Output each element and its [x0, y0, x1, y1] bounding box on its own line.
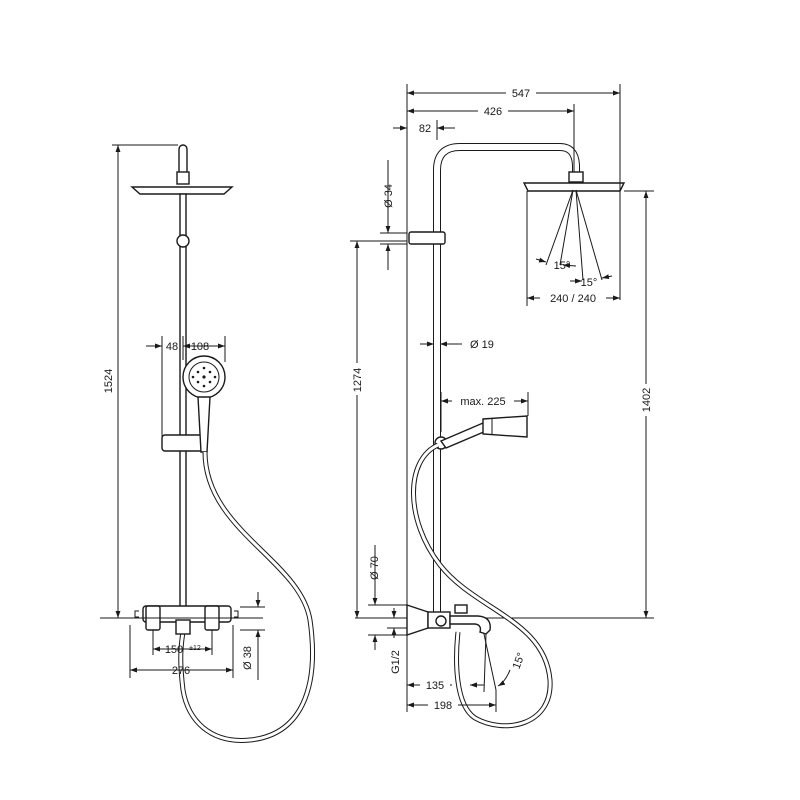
front-centers-label: 150 — [165, 644, 183, 656]
side-top-dimensions: 547 426 82 240 / 240 — [393, 84, 621, 306]
front-offset-label: 48 — [166, 341, 178, 353]
side-left-dimensions: Ø 34 1274 Ø 70 G1/2 — [350, 160, 407, 674]
side-mixer — [406, 604, 491, 636]
thread-label: G1/2 — [390, 650, 402, 674]
front-overhead-shower — [130, 144, 234, 195]
bracket-dia-label: Ø 34 — [383, 184, 395, 208]
side-riser-and-arm — [408, 143, 626, 615]
side-view: 15° 15° 547 — [350, 84, 654, 729]
handshower-reach-label: max. 225 — [460, 396, 505, 408]
front-tolerance-label: ±12 — [189, 645, 201, 652]
rail-height-label: 1274 — [352, 368, 364, 392]
spout-reach-b-label: 198 — [434, 700, 452, 712]
head-size-label: 240 / 240 — [550, 293, 596, 305]
front-mixer — [134, 605, 239, 635]
front-hand-shower — [182, 355, 226, 453]
front-mixer-dia-label: Ø 38 — [242, 646, 254, 670]
front-height-label: 1524 — [103, 369, 115, 393]
front-dimensions: 1524 48 108 150 ±12 276 Ø 38 — [103, 144, 265, 680]
spray-angle-left: 15° — [554, 260, 571, 272]
side-spout-dimensions: 15° 135 198 — [407, 633, 528, 712]
pipe-dia-label: Ø 19 — [470, 339, 494, 351]
head-height-label: 1402 — [641, 388, 653, 412]
front-view: 1524 48 108 150 ±12 276 Ø 38 — [100, 144, 315, 743]
overall-width-label: 547 — [512, 88, 530, 100]
spout-angle-label: 15° — [511, 651, 528, 671]
side-hand-shower — [434, 415, 528, 450]
front-width-label: 276 — [172, 665, 190, 677]
spout-reach-a-label: 135 — [426, 680, 444, 692]
rosette-dia-label: Ø 70 — [369, 556, 381, 580]
side-spray-angles: 15° 15° — [535, 189, 613, 289]
wall-offset-label: 82 — [419, 123, 431, 135]
front-hose — [178, 451, 315, 743]
front-riser-pipe — [161, 193, 205, 613]
front-handshower-label: 108 — [191, 341, 209, 353]
spray-angle-right: 15° — [581, 277, 598, 289]
side-middle-dimensions: Ø 19 max. 225 1402 — [420, 190, 654, 619]
arm-length-label: 426 — [484, 106, 502, 118]
